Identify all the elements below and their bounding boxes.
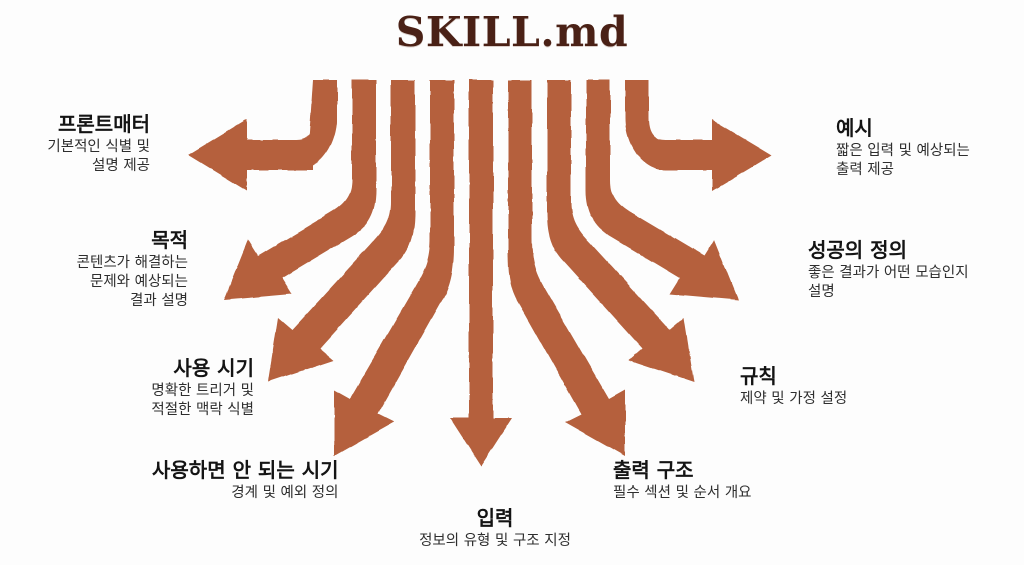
branch-heading-examples: 예시: [836, 116, 873, 140]
branch-description-purpose: 콘텐츠가 해결하는 문제와 예상되는 결과 설명: [76, 255, 188, 310]
branch-label-input: 입력 정보의 유형 및 구조 지정: [385, 506, 605, 551]
arrow-output-structure: [508, 80, 625, 456]
branch-label-when-not-to-use: 사용하면 안 되는 시기 경계 및 예외 정의: [152, 458, 339, 503]
branch-description-rules: 제약 및 가정 설정: [740, 391, 848, 408]
arrow-rules: [547, 80, 694, 382]
branch-heading-success-definition: 성공의 정의: [808, 238, 907, 262]
branch-description-success-definition: 좋은 결과가 어떤 모습인지 설명: [808, 265, 969, 301]
arrow-when-to-use: [268, 80, 415, 382]
arrow-examples: [625, 80, 772, 191]
arrow-purpose: [224, 80, 376, 300]
branch-label-when-to-use: 사용 시기 명확한 트리거 및 적절한 맥락 식별: [151, 356, 254, 420]
branch-heading-purpose: 목적: [151, 228, 188, 252]
arrow-when-not-to-use: [334, 80, 454, 456]
branch-label-examples: 예시 짧은 입력 및 예상되는 출력 제공: [836, 116, 970, 180]
branch-description-examples: 짧은 입력 및 예상되는 출력 제공: [836, 143, 970, 179]
branch-label-frontmatter: 프론트매터 기본적인 식별 및 설명 제공: [47, 112, 150, 176]
branch-label-success-definition: 성공의 정의 좋은 결과가 어떤 모습인지 설명: [808, 238, 969, 302]
branch-heading-rules: 규칙: [740, 364, 777, 388]
branch-heading-input: 입력: [476, 506, 514, 530]
page-title: SKILL.md: [395, 8, 629, 56]
branch-label-purpose: 목적 콘텐츠가 해결하는 문제와 예상되는 결과 설명: [77, 228, 188, 311]
branch-heading-output-structure: 출력 구조: [613, 458, 694, 482]
branch-description-when-not-to-use: 경계 및 예외 정의: [231, 485, 339, 502]
arrow-success-definition: [586, 80, 738, 300]
branch-description-input: 정보의 유형 및 구조 지정: [419, 533, 571, 550]
branch-heading-when-not-to-use: 사용하면 안 되는 시기: [152, 458, 339, 482]
branch-heading-when-to-use: 사용 시기: [173, 356, 254, 380]
branch-description-when-to-use: 명확한 트리거 및 적절한 맥락 식별: [151, 383, 254, 419]
branch-label-output-structure: 출력 구조 필수 섹션 및 순서 개요: [613, 458, 752, 503]
arrow-frontmatter-elbow: [250, 80, 337, 170]
branch-heading-frontmatter: 프론트매터: [58, 112, 150, 136]
arrow-input: [450, 80, 512, 466]
branch-description-output-structure: 필수 섹션 및 순서 개요: [613, 485, 752, 502]
branch-description-frontmatter: 기본적인 식별 및 설명 제공: [47, 139, 150, 175]
branch-label-rules: 규칙 제약 및 가정 설정: [740, 364, 847, 409]
